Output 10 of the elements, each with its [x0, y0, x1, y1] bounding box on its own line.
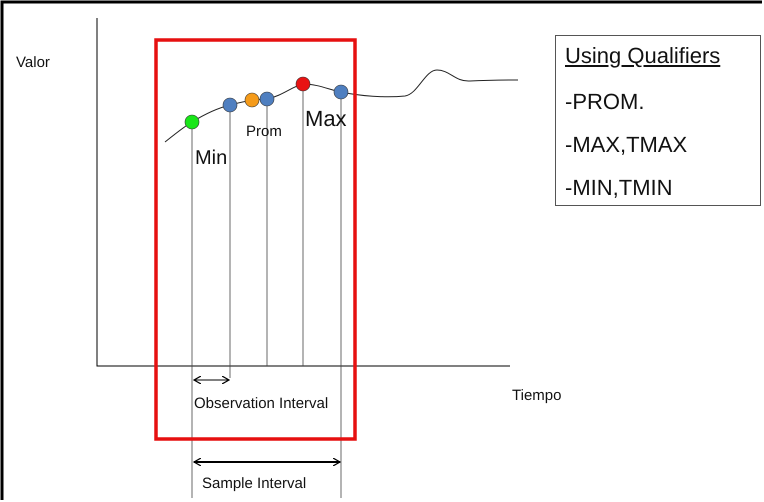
panel-heading: Using Qualifiers — [565, 45, 720, 67]
axis-label: Valor — [16, 55, 50, 70]
list-item: -MIN,TMIN — [565, 177, 673, 199]
dimension-label: Observation Interval — [194, 396, 328, 411]
dimension-label: Sample Interval — [202, 476, 306, 491]
qualifiers-panel — [555, 35, 761, 206]
list-item: -MAX,TMAX — [565, 134, 688, 156]
axis-label: Tiempo — [512, 388, 562, 403]
list-item: -PROM. — [565, 91, 644, 113]
point-label: Min — [195, 148, 228, 168]
